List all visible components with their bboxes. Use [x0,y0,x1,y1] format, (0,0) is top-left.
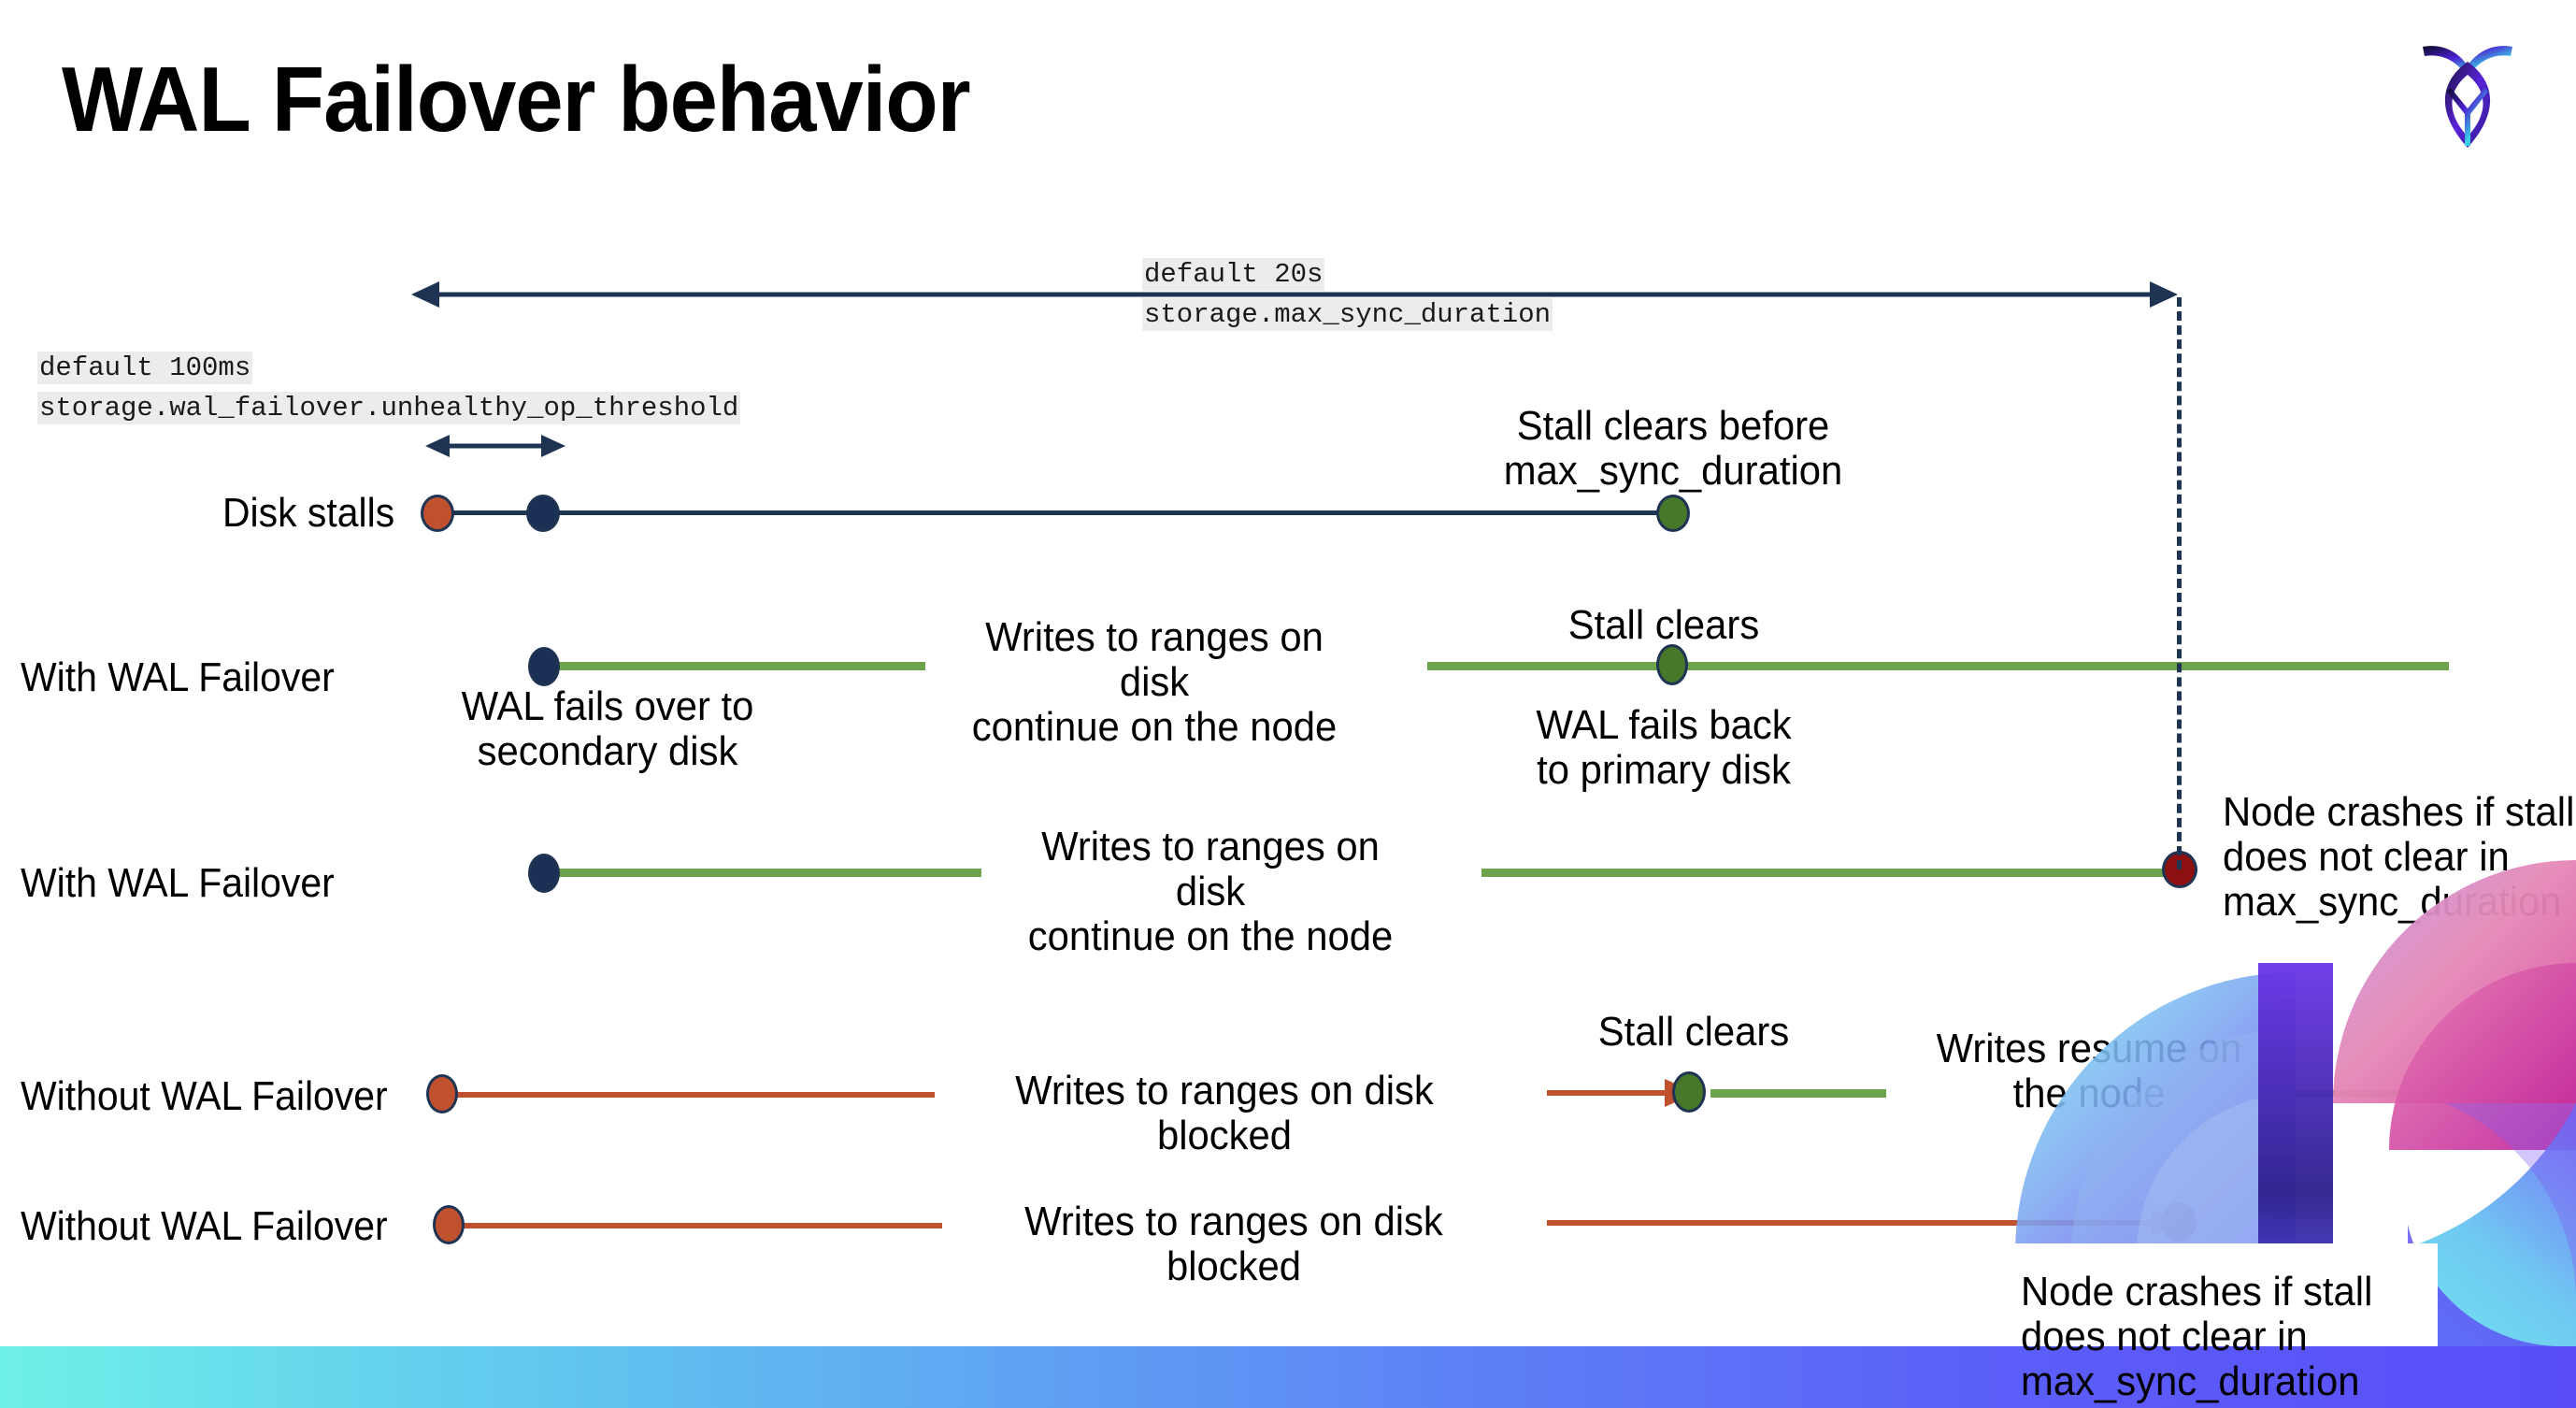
bottom-gradient-bar [0,1346,2576,1408]
without-wal-failover-1-blocked-line [449,1092,935,1098]
disk-stalls-failover-dot [526,495,560,532]
disk-stalls-clear-dot [1656,495,1690,532]
page-title: WAL Failover behavior [62,48,971,151]
annot-writes-blocked-1: Writes to ranges on disk blocked [1015,1068,1434,1158]
without-wal-failover-2-blocked-line [456,1223,942,1228]
unhealthy-op-threshold-arrow [425,435,565,457]
annot-node-crashes-2: Node crashes if stall does not clear in … [2021,1269,2373,1404]
max-sync-duration-label: default 20s storage.max_sync_duration [1142,254,1553,335]
with-wal-failover-2-segment-b [1481,869,2178,877]
annot-writes-blocked-2: Writes to ranges on disk blocked [1024,1199,1443,1289]
annot-writes-continue-1: Writes to ranges on disk continue on the… [971,614,1338,750]
cockroachdb-logo-icon [2423,46,2512,148]
with-wal-failover-2-start-dot [528,854,560,893]
without-wal-failover-2-blocked-arrow [1547,1209,2182,1237]
without-wal-failover-2-crash-dot [2161,1202,2197,1242]
with-wal-failover-1-segment-a [542,662,925,670]
max-sync-default-text: default 20s [1142,258,1325,291]
without-wal-failover-1-clear-dot [1672,1071,1706,1113]
unhealthy-op-threshold-label: default 100ms storage.wal_failover.unhea… [37,348,741,428]
max-sync-setting-text: storage.max_sync_duration [1142,298,1553,331]
row-label-with-wal-failover-2: With WAL Failover [21,860,335,906]
unhealthy-op-default-text: default 100ms [37,352,253,384]
without-wal-failover-1-start-dot [426,1074,458,1113]
with-wal-failover-1-segment-b [1427,662,2449,670]
row-label-without-wal-failover-2: Without WAL Failover [21,1203,388,1249]
without-wal-failover-2-start-dot [433,1205,465,1244]
row-label-with-wal-failover-1: With WAL Failover [21,654,335,700]
disk-stalls-timeline [436,510,1675,515]
annot-stall-clears-2: Stall clears [1597,1009,1790,1055]
with-wal-failover-2-crash-dot [2162,851,2197,888]
annot-stall-clears-1: Stall clears [1567,602,1760,648]
max-sync-duration-arrow [411,281,2178,308]
row-label-without-wal-failover-1: Without WAL Failover [21,1073,388,1119]
disk-stalls-start-dot [421,495,454,532]
annot-wal-fails-back: WAL fails back to primary disk [1536,702,1792,793]
annot-node-crashes-1: Node crashes if stall does not clear in … [2223,789,2575,925]
max-sync-duration-connector [2177,297,2182,869]
without-wal-failover-1-resume-line [1710,1089,1886,1098]
with-wal-failover-1-clear-dot [1656,644,1688,685]
row-label-disk-stalls: Disk stalls [222,490,395,536]
with-wal-failover-2-segment-a [542,869,981,877]
annot-writes-continue-2: Writes to ranges on disk continue on the… [1027,824,1394,959]
annot-stall-clears-before-max-sync: Stall clears before max_sync_duration [1503,403,1843,494]
unhealthy-op-setting-text: storage.wal_failover.unhealthy_op_thresh… [37,392,741,424]
annot-writes-resume: Writes resume on the node [1936,1026,2242,1116]
with-wal-failover-1-start-dot [528,647,560,686]
without-wal-failover-1-resume-line-far [2292,1090,2451,1097]
annot-wal-fails-over: WAL fails over to secondary disk [461,683,754,774]
